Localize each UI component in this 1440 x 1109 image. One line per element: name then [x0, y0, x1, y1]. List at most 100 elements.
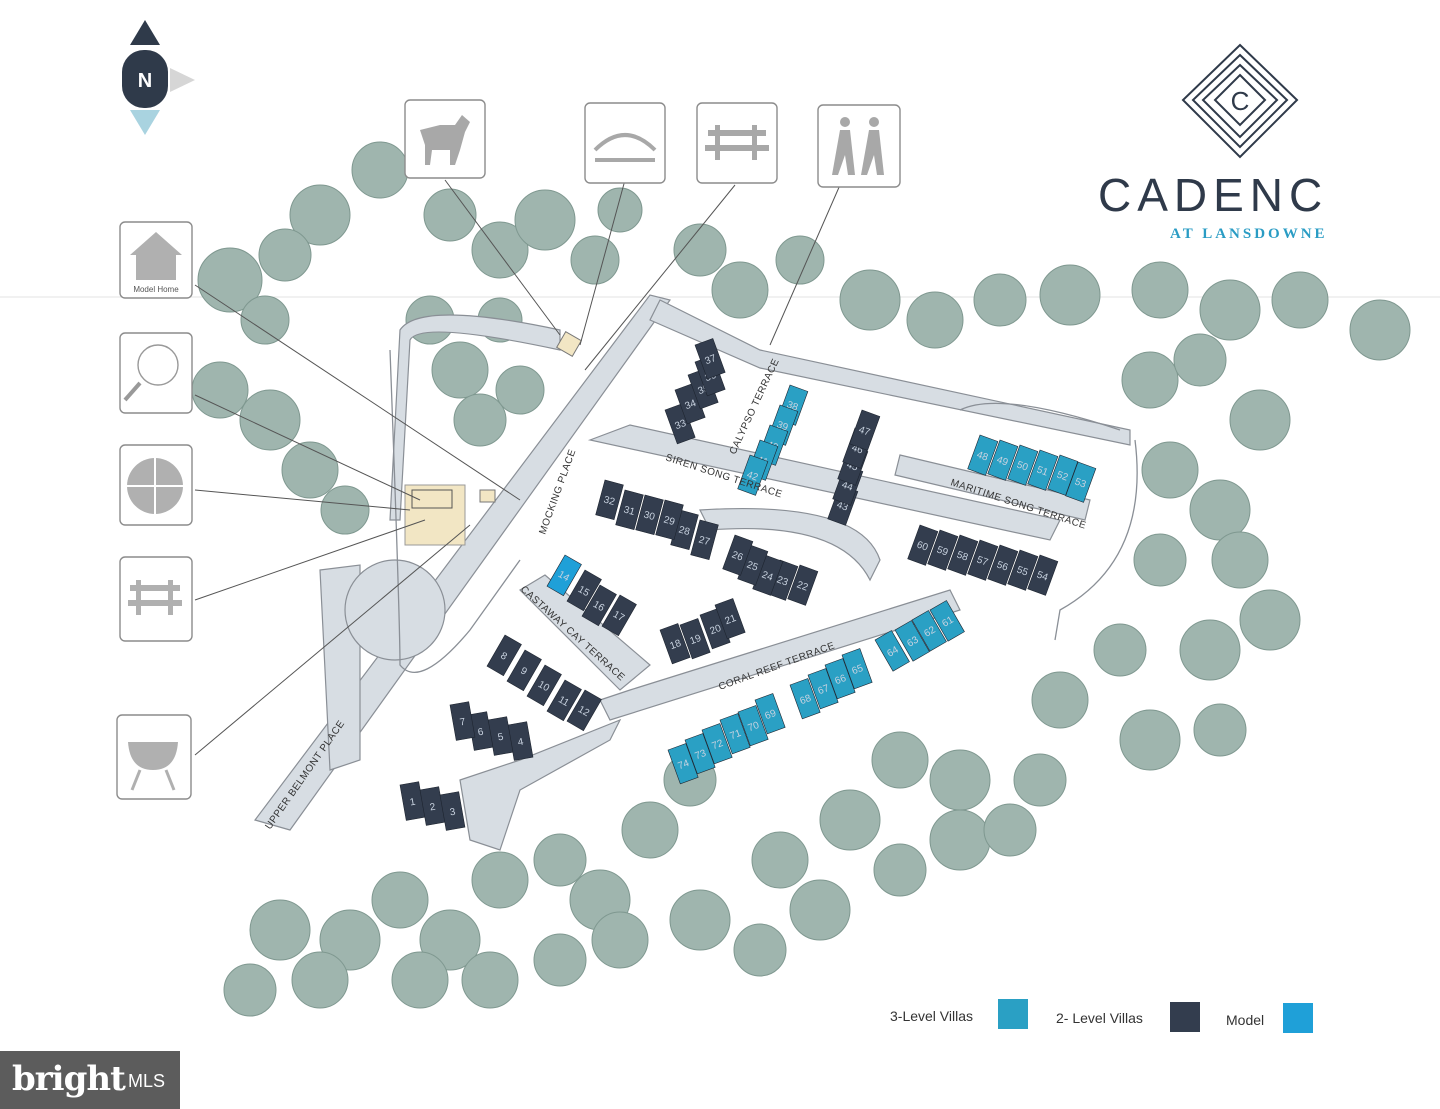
unit-69[interactable]: 69: [754, 693, 786, 735]
unit-72[interactable]: 72: [701, 723, 733, 765]
unit-number: 53: [1073, 477, 1088, 491]
unit-number: 28: [677, 525, 691, 539]
brand-title: CADENC: [1098, 169, 1329, 221]
unit-5[interactable]: 5: [487, 716, 514, 756]
unit-17[interactable]: 17: [601, 594, 637, 637]
unit-24[interactable]: 24: [752, 554, 784, 596]
unit-49[interactable]: 49: [987, 439, 1019, 481]
unit-2[interactable]: 2: [419, 786, 446, 826]
unit-14[interactable]: 14: [546, 554, 582, 597]
unit-63[interactable]: 63: [894, 620, 930, 662]
unit-block: [701, 723, 733, 765]
unit-37[interactable]: 37: [694, 338, 726, 380]
unit-block: [737, 454, 769, 496]
legend-three-level-label: 3-Level Villas: [890, 1008, 974, 1024]
unit-47[interactable]: 47: [849, 409, 881, 451]
unit-65[interactable]: 65: [841, 648, 873, 690]
unit-7[interactable]: 7: [449, 701, 476, 741]
unit-57[interactable]: 57: [967, 539, 999, 581]
tree: [1013, 753, 1067, 807]
tree: [929, 809, 991, 871]
unit-10[interactable]: 10: [526, 664, 562, 707]
tree: [597, 187, 643, 233]
legend-model-label: Model: [1226, 1012, 1265, 1028]
unit-9[interactable]: 9: [506, 649, 542, 692]
tree: [319, 909, 381, 971]
unit-53[interactable]: 53: [1065, 461, 1097, 503]
unit-block: [787, 564, 819, 606]
unit-52[interactable]: 52: [1047, 454, 1079, 496]
unit-59[interactable]: 59: [927, 529, 959, 571]
unit-16[interactable]: 16: [581, 584, 617, 627]
unit-58[interactable]: 58: [947, 534, 979, 576]
unit-66[interactable]: 66: [824, 658, 856, 700]
unit-number: 70: [746, 720, 761, 734]
unit-56[interactable]: 56: [987, 544, 1019, 586]
unit-18[interactable]: 18: [659, 623, 691, 665]
unit-55[interactable]: 55: [1007, 549, 1039, 591]
unit-number: 49: [995, 455, 1010, 469]
unit-74[interactable]: 74: [667, 743, 699, 785]
trees-layer: [191, 141, 1411, 1017]
unit-50[interactable]: 50: [1007, 444, 1039, 486]
unit-29[interactable]: 29: [655, 499, 684, 541]
unit-70[interactable]: 70: [737, 705, 769, 747]
unit-1[interactable]: 1: [399, 781, 426, 821]
unit-71[interactable]: 71: [719, 713, 751, 755]
unit-block: [929, 600, 965, 642]
tree: [1131, 261, 1189, 319]
tree: [906, 291, 964, 349]
tree: [873, 843, 927, 897]
unit-number: 48: [975, 450, 990, 464]
unit-block: [546, 679, 582, 722]
unit-block: [1027, 449, 1059, 491]
unit-12[interactable]: 12: [566, 689, 602, 732]
unit-61[interactable]: 61: [929, 600, 965, 642]
unit-11[interactable]: 11: [546, 679, 582, 722]
unit-number: 74: [676, 758, 691, 772]
unit-31[interactable]: 31: [615, 489, 644, 531]
unit-4[interactable]: 4: [507, 721, 534, 761]
unit-22[interactable]: 22: [787, 564, 819, 606]
unit-block: [987, 544, 1019, 586]
unit-19[interactable]: 19: [679, 618, 711, 660]
unit-73[interactable]: 73: [684, 733, 716, 775]
unit-block: [581, 584, 617, 627]
unit-42[interactable]: 42: [737, 454, 769, 496]
unit-27[interactable]: 27: [690, 519, 719, 561]
logo-letter: C: [1231, 86, 1250, 116]
unit-15[interactable]: 15: [566, 569, 602, 612]
unit-54[interactable]: 54: [1027, 554, 1059, 596]
unit-48[interactable]: 48: [967, 434, 999, 476]
unit-block: [601, 594, 637, 637]
unit-block: [714, 598, 746, 640]
unit-number: 65: [850, 663, 865, 677]
unit-number: 9: [518, 665, 529, 678]
unit-26[interactable]: 26: [722, 534, 754, 576]
unit-block: [449, 701, 476, 741]
unit-62[interactable]: 62: [911, 610, 947, 652]
tree: [973, 273, 1027, 327]
unit-number: 34: [683, 398, 698, 412]
watermark-suffix: MLS: [128, 1071, 166, 1091]
unit-block: [1065, 461, 1097, 503]
unit-block: [655, 499, 684, 541]
mls-watermark: bright MLS: [0, 1051, 180, 1109]
unit-51[interactable]: 51: [1027, 449, 1059, 491]
tree: [1229, 389, 1291, 451]
unit-67[interactable]: 67: [807, 668, 839, 710]
unit-number: 60: [915, 540, 930, 554]
unit-23[interactable]: 23: [767, 559, 799, 601]
tree: [733, 923, 787, 977]
unit-32[interactable]: 32: [595, 479, 624, 521]
unit-8[interactable]: 8: [486, 634, 522, 677]
unit-21[interactable]: 21: [714, 598, 746, 640]
unit-30[interactable]: 30: [635, 494, 664, 536]
unit-block: [526, 664, 562, 707]
unit-64[interactable]: 64: [874, 630, 910, 672]
unit-3[interactable]: 3: [439, 791, 466, 831]
tree: [570, 235, 620, 285]
unit-60[interactable]: 60: [907, 524, 939, 566]
unit-68[interactable]: 68: [789, 678, 821, 720]
